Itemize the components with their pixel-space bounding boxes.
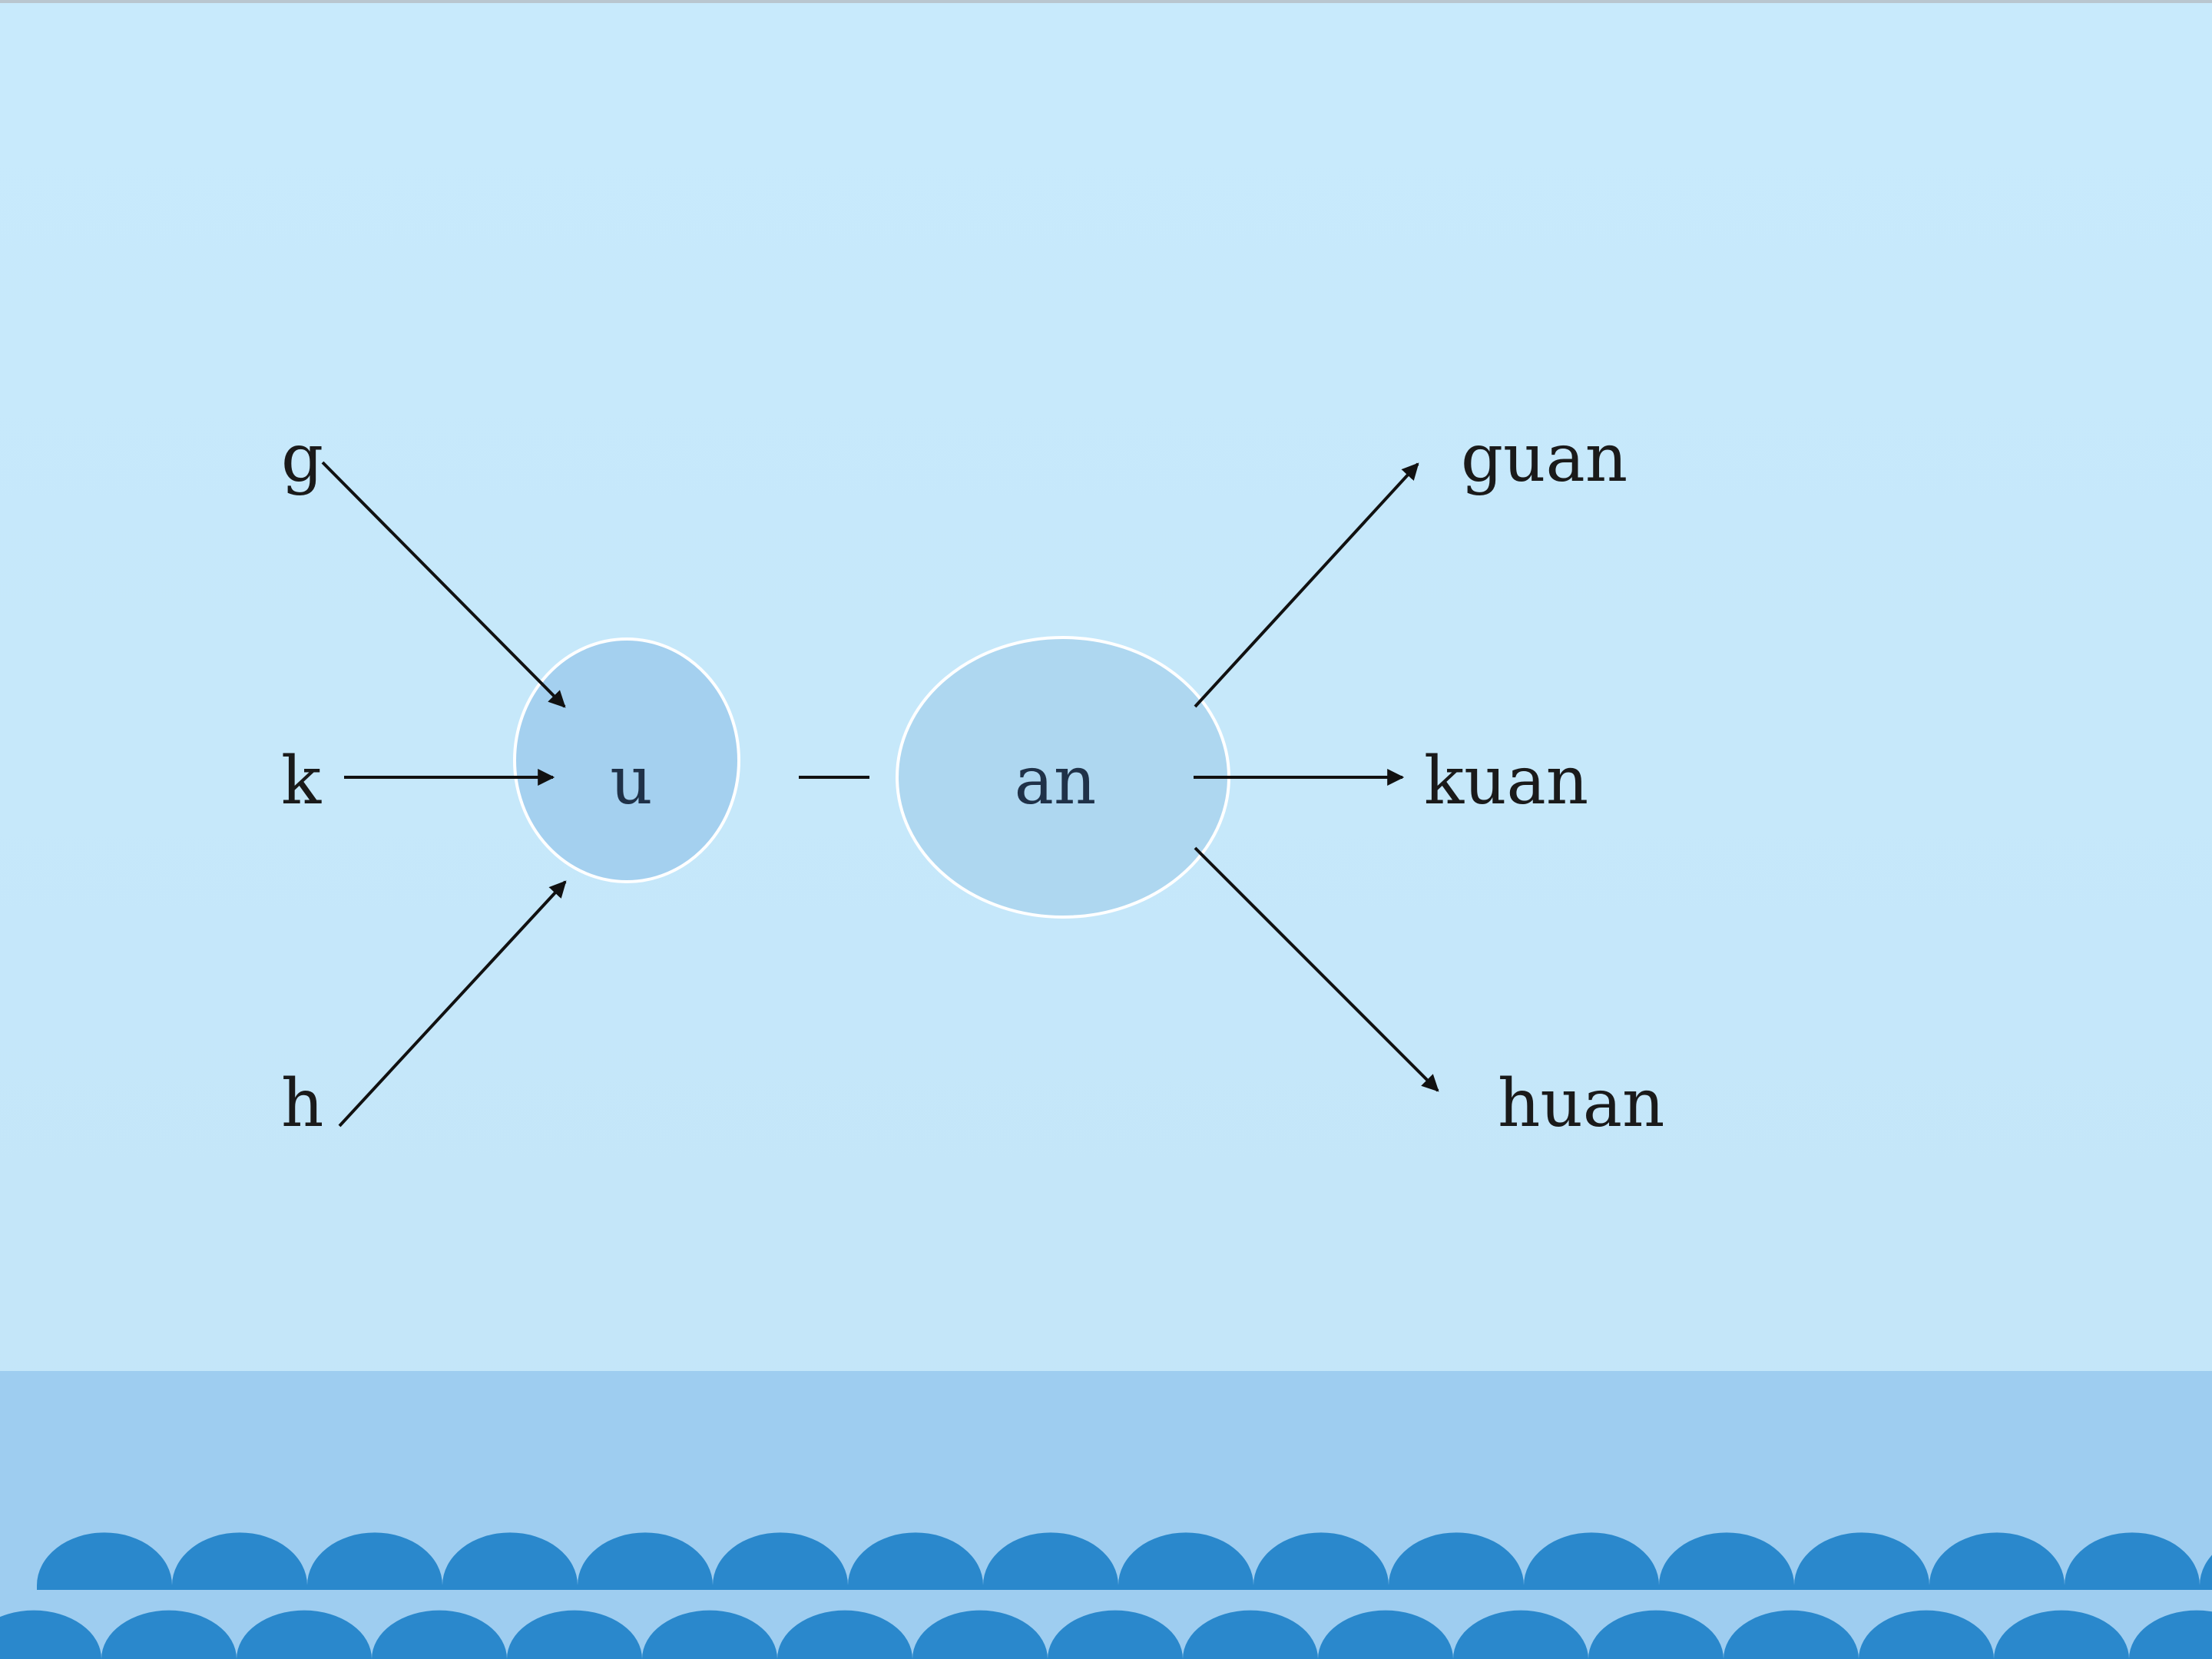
scallop (1724, 1610, 1859, 1659)
scallop (2065, 1532, 2200, 1590)
scallop (1318, 1610, 1453, 1659)
arrow-an-to-guan (1194, 462, 1419, 708)
medial-u-bubble (513, 637, 740, 883)
initial-h: h (281, 1065, 323, 1142)
scallop (1994, 1610, 2129, 1659)
scallop (1659, 1532, 1794, 1590)
result-guan: guan (1461, 420, 1628, 497)
scallop (912, 1610, 1048, 1659)
scallop (307, 1532, 442, 1590)
scallop (1929, 1532, 2065, 1590)
initial-g: g (281, 420, 323, 497)
scallop (983, 1532, 1118, 1590)
scallop (578, 1532, 714, 1590)
scallop (237, 1610, 372, 1659)
scallop (1588, 1610, 1724, 1659)
arrow-h-to-u (338, 880, 567, 1128)
scallop (777, 1610, 912, 1659)
scallop (0, 1610, 101, 1659)
final-an: an (1015, 743, 1097, 820)
scallop (713, 1532, 848, 1590)
scallop (1118, 1532, 1253, 1590)
scallop (101, 1610, 237, 1659)
scallop (1524, 1532, 1659, 1590)
arrow-g-to-u (321, 461, 566, 708)
scallop (1048, 1610, 1183, 1659)
scallop-row-back (37, 1532, 2212, 1590)
scallop (2129, 1610, 2212, 1659)
scallop (372, 1610, 507, 1659)
scallop (1183, 1610, 1318, 1659)
scallop (1453, 1610, 1588, 1659)
scallop-row-front (0, 1610, 2212, 1659)
scallop (848, 1532, 983, 1590)
scallop (2200, 1555, 2212, 1590)
scallop (1794, 1532, 1929, 1590)
result-huan: huan (1498, 1065, 1664, 1142)
scallop (642, 1610, 777, 1659)
scallop (507, 1610, 642, 1659)
scallop (1389, 1532, 1524, 1590)
scallop (172, 1532, 307, 1590)
scallop (37, 1532, 172, 1590)
arrow-an-to-huan (1194, 846, 1439, 1092)
scallop (442, 1532, 578, 1590)
scallop (1253, 1532, 1389, 1590)
scallop (1859, 1610, 1994, 1659)
medial-u: u (610, 743, 652, 820)
top-border (0, 0, 2212, 3)
result-kuan: kuan (1424, 743, 1588, 820)
initial-k: k (281, 743, 322, 820)
